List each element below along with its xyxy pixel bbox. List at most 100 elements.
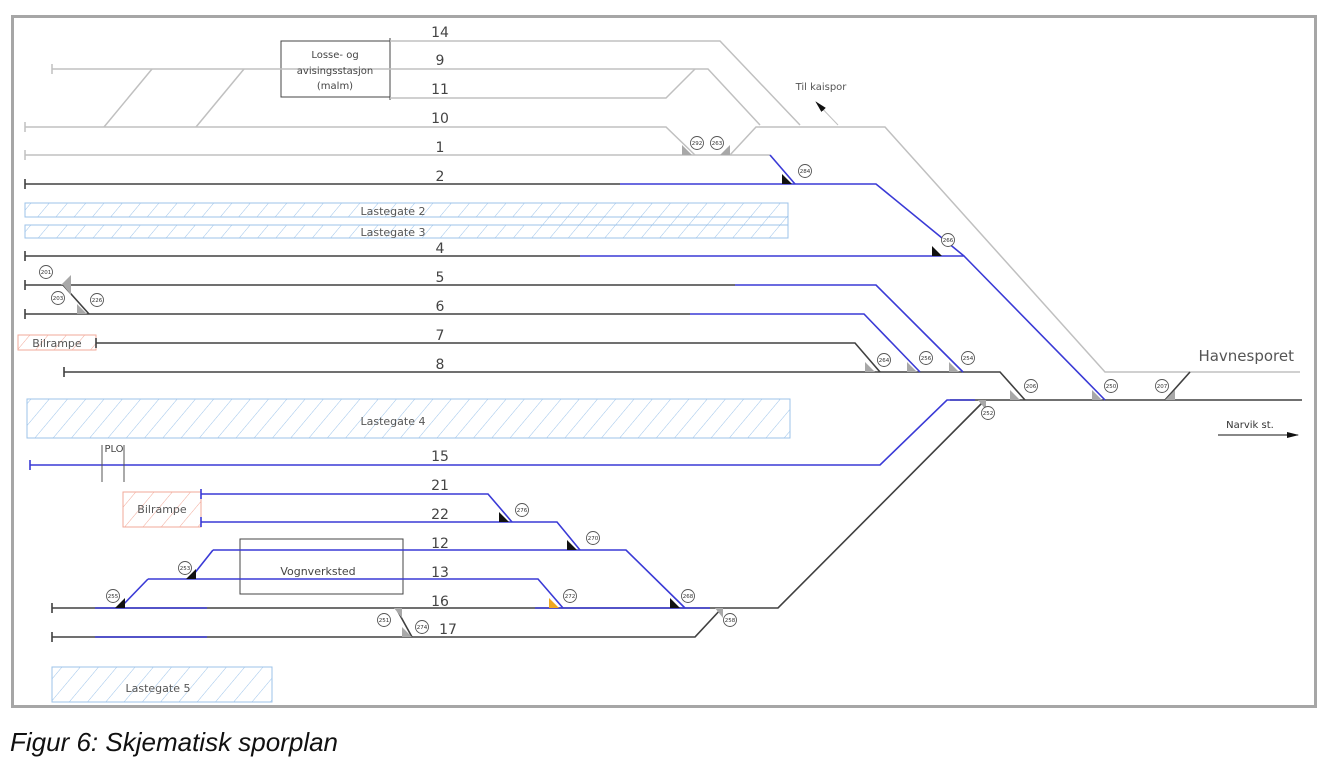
switch-258-marker-icon bbox=[715, 608, 723, 618]
switch-268-marker-icon bbox=[670, 598, 680, 608]
switch-268-badge bbox=[681, 589, 695, 603]
switch-284-marker-icon bbox=[782, 174, 792, 184]
switch-207-badge bbox=[1155, 379, 1169, 393]
switch-207-marker-icon bbox=[1165, 390, 1175, 400]
switch-292-label: 292 bbox=[692, 141, 703, 147]
switch-258-badge bbox=[723, 613, 737, 627]
track-10-right bbox=[729, 126, 1300, 373]
quay-label: Til kaispor bbox=[795, 82, 848, 93]
switch-256-badge bbox=[919, 351, 933, 365]
switch-252-badge bbox=[981, 406, 995, 420]
switch-272-label: 272 bbox=[565, 594, 576, 600]
switch-206-marker-icon bbox=[1010, 390, 1020, 400]
track-7 bbox=[96, 342, 881, 373]
switch-253-label: 253 bbox=[180, 566, 191, 572]
switch-255-badge bbox=[106, 589, 120, 603]
loading-areas bbox=[17, 202, 791, 703]
switch-253-marker-icon bbox=[186, 569, 196, 579]
track-number-9: 9 bbox=[436, 53, 445, 69]
track-number-17: 17 bbox=[439, 622, 457, 638]
switch-292-badge bbox=[690, 136, 704, 150]
switch-226-badge bbox=[90, 293, 104, 307]
track-15 bbox=[30, 399, 975, 466]
route-tracks bbox=[29, 154, 1106, 638]
switch-264-marker-icon bbox=[865, 362, 875, 372]
track-21 bbox=[201, 493, 513, 523]
switch-256-marker-icon bbox=[907, 362, 917, 372]
car-ramp-1-label: Bilrampe bbox=[32, 337, 82, 350]
loading-area-4-label: Lastegate 4 bbox=[361, 415, 426, 428]
track-number-6: 6 bbox=[436, 299, 445, 315]
switch-206-badge bbox=[1024, 379, 1038, 393]
switch-251-marker-icon bbox=[394, 608, 402, 618]
switch-270-badge bbox=[586, 531, 600, 545]
switch-268-label: 268 bbox=[683, 594, 694, 600]
track-number-8: 8 bbox=[436, 357, 445, 373]
switch-264-badge bbox=[877, 353, 891, 367]
track-number-11: 11 bbox=[431, 82, 449, 98]
main-tracks bbox=[24, 179, 1302, 642]
track-number-5: 5 bbox=[436, 270, 445, 286]
switch-254-label: 254 bbox=[963, 356, 974, 362]
plo-label: PLO bbox=[104, 444, 123, 455]
switch-272-badge bbox=[563, 589, 577, 603]
loading-area-4 bbox=[26, 398, 791, 439]
inactive-tracks bbox=[24, 40, 1300, 373]
switch-284-badge bbox=[798, 164, 812, 178]
switch-256-label: 256 bbox=[921, 356, 932, 362]
track-number-21: 21 bbox=[431, 478, 449, 494]
track-number-16: 16 bbox=[431, 594, 449, 610]
switch-254-marker-icon bbox=[949, 362, 959, 372]
switch-206-label: 206 bbox=[1026, 384, 1037, 390]
track-12 bbox=[213, 549, 686, 609]
loading-area-3-label: Lastegate 3 bbox=[361, 226, 426, 239]
workshop-label: Vognverksted bbox=[280, 565, 355, 578]
switch-292-marker-icon bbox=[682, 145, 692, 155]
track-10 bbox=[25, 126, 696, 156]
track-number-14: 14 bbox=[431, 25, 449, 41]
harbour-track-label: Havnesporet bbox=[1198, 347, 1294, 365]
car-ramp-2 bbox=[122, 491, 202, 528]
switch-250-marker-icon bbox=[1092, 390, 1102, 400]
switch-250-badge bbox=[1104, 379, 1118, 393]
track-number-15: 15 bbox=[431, 449, 449, 465]
track-22 bbox=[201, 521, 581, 551]
switch-276-marker-icon bbox=[499, 512, 509, 522]
switch-255-label: 255 bbox=[108, 594, 119, 600]
switch-252-label: 252 bbox=[983, 411, 994, 417]
track-16 bbox=[52, 399, 986, 609]
switch-270-marker-icon bbox=[567, 540, 577, 550]
loading-area-2-label: Lastegate 2 bbox=[361, 205, 426, 218]
track-14 bbox=[390, 40, 801, 126]
narvik-label: Narvik st. bbox=[1226, 420, 1274, 431]
switch-266-marker-icon bbox=[932, 246, 942, 256]
switch-263-label: 263 bbox=[712, 141, 723, 147]
diagram-frame bbox=[11, 15, 1317, 708]
switch-258-label: 258 bbox=[725, 618, 736, 624]
switch-207-label: 207 bbox=[1157, 384, 1168, 390]
switch-264-label: 264 bbox=[879, 358, 890, 364]
unloading-station-line-2: avisingsstasjon bbox=[297, 66, 373, 77]
switch-203-label: 203 bbox=[53, 296, 64, 302]
loading-area-5-label: Lastegate 5 bbox=[126, 682, 191, 695]
unloading-station-line-1: Losse- og bbox=[311, 50, 358, 61]
switch-274-label: 274 bbox=[417, 625, 428, 631]
track-9 bbox=[52, 68, 761, 126]
switch-203-marker-icon bbox=[63, 285, 71, 295]
figure-caption: Figur 6: Skjematisk sporplan bbox=[10, 727, 339, 757]
track-number-12: 12 bbox=[431, 536, 449, 552]
switch-274-marker-icon bbox=[402, 627, 412, 637]
switch-276-label: 276 bbox=[517, 508, 528, 514]
switch-263-marker-icon bbox=[720, 145, 730, 155]
switch-251-badge bbox=[377, 613, 391, 627]
loading-area-5 bbox=[51, 666, 273, 703]
switch-251-label: 251 bbox=[379, 618, 390, 624]
track-number-13: 13 bbox=[431, 565, 449, 581]
switch-201-badge bbox=[39, 265, 53, 279]
switch-226-marker-icon bbox=[77, 304, 87, 314]
switch-203-badge bbox=[51, 291, 65, 305]
switch-253-badge bbox=[178, 561, 192, 575]
track-13 bbox=[148, 578, 564, 609]
